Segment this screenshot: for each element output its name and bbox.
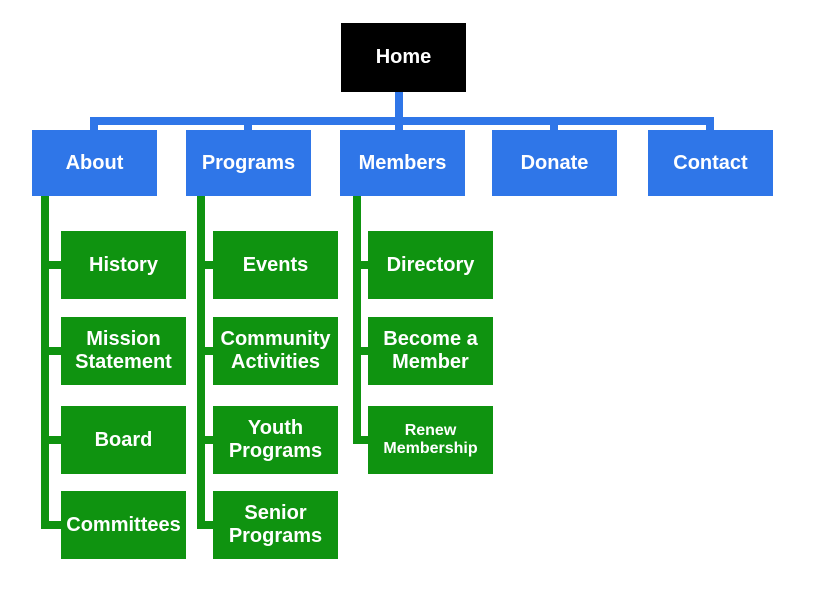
connector-stub-senior-programs [197,521,213,529]
connector-stub-directory [353,261,368,269]
node-community-activities: Community Activities [213,317,338,385]
node-youth-programs: Youth Programs [213,406,338,474]
connector-stub-youth-programs [197,436,213,444]
connector-programs-children-line [197,196,205,529]
connector-stub-renew-membership [353,436,368,444]
connector-stub-board [41,436,61,444]
connector-stub-history [41,261,61,269]
connector-stub-community-activities [197,347,213,355]
connector-stub-become-a-member [353,347,368,355]
node-renew-membership: Renew Membership [368,406,493,474]
connector-members-children-line [353,196,361,444]
node-contact: Contact [648,130,773,196]
connector-stub-mission-statement [41,347,61,355]
node-senior-programs: Senior Programs [213,491,338,559]
node-programs: Programs [186,130,311,196]
connector-stub-contact [706,117,714,130]
connector-about-children-line [41,196,49,529]
node-donate: Donate [492,130,617,196]
node-directory: Directory [368,231,493,299]
node-board: Board [61,406,186,474]
node-history: History [61,231,186,299]
connector-stub-donate [550,117,558,130]
node-about: About [32,130,157,196]
node-events: Events [213,231,338,299]
connector-level2-horizontal [90,117,714,125]
node-home: Home [341,23,466,92]
connector-stub-committees [41,521,61,529]
node-become-a-member: Become a Member [368,317,493,385]
connector-stub-programs [244,117,252,130]
connector-home-to-members [395,92,403,130]
connector-stub-about [90,117,98,130]
node-committees: Committees [61,491,186,559]
connector-stub-events [197,261,213,269]
node-mission-statement: Mission Statement [61,317,186,385]
node-members: Members [340,130,465,196]
